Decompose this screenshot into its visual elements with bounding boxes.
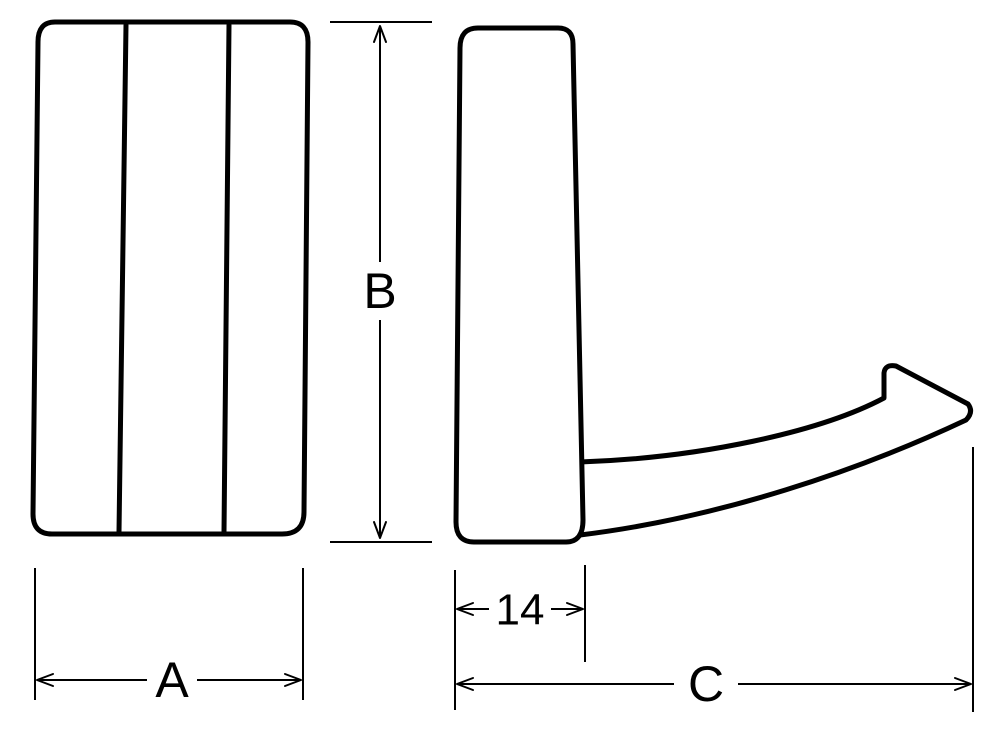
dimension-b-arrow-top	[373, 25, 387, 43]
dimension-c: C	[456, 656, 972, 712]
dimension-a: A	[36, 652, 302, 708]
dimension-a-arrow-left	[36, 673, 54, 687]
front-groove-left	[116, 22, 129, 535]
dimension-thickness: 14	[456, 584, 584, 635]
dimension-b-arrow-bottom	[373, 521, 387, 539]
dimension-c-arrow-right	[954, 677, 972, 691]
dimension-c-arrow-left	[456, 677, 474, 691]
dimension-a-label: A	[155, 652, 189, 708]
dimension-b-label: B	[363, 263, 396, 319]
extension-lines	[34, 21, 974, 712]
dimension-c-label: C	[688, 656, 724, 712]
front-groove-right	[221, 22, 232, 535]
front-view	[30, 19, 311, 537]
dimension-thickness-arrow-right	[566, 602, 584, 616]
dimension-b: B	[357, 25, 403, 539]
dimension-a-arrow-right	[284, 673, 302, 687]
dimension-thickness-arrow-left	[456, 602, 474, 616]
dimension-thickness-label: 14	[496, 586, 545, 635]
side-view	[453, 25, 974, 545]
hook-arm-outline	[577, 363, 974, 538]
front-plate-outline	[30, 19, 311, 537]
side-plate-outline	[453, 25, 586, 545]
